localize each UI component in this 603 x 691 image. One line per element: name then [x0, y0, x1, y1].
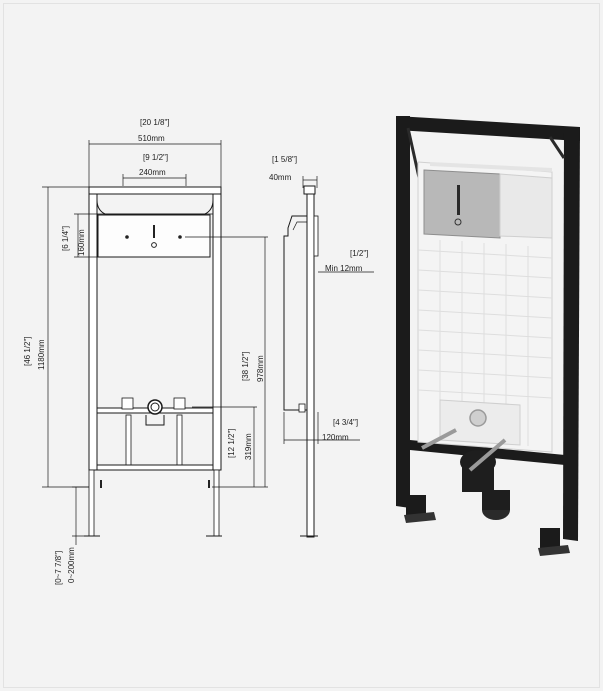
min-in-label: [1/2"]	[350, 249, 368, 258]
plate-top-in-label: [38 1/2"]	[241, 351, 250, 381]
front-view: [20 1/8"] 510mm [9 1/2"] 240mm [6 1/4"] …	[23, 118, 268, 585]
height-mm-label: 1180mm	[37, 339, 46, 370]
side-view: [1 5/8"] 40mm [1/2"] Min 12mm [4 3/4"] 1…	[269, 155, 374, 538]
plate-top-mm-label: 978mm	[256, 355, 265, 382]
depth-mm-label: 40mm	[269, 173, 292, 182]
total-in-label: [4 3/4"]	[333, 418, 358, 427]
drain-height-in-label: [12 1/2"]	[227, 428, 236, 458]
plate-height-in-label: [6 1/4"]	[61, 226, 70, 251]
product-illustration	[396, 116, 580, 556]
plate-height-mm-label: 160mm	[77, 229, 86, 256]
drain-height-mm-label: 319mm	[244, 433, 253, 460]
width-mm-label: 510mm	[138, 134, 165, 143]
inner-width-in-label: [9 1/2"]	[143, 153, 168, 162]
depth-in-label: [1 5/8"]	[272, 155, 297, 164]
inner-width-mm-label: 240mm	[139, 168, 166, 177]
leg-ext-mm-label: 0~200mm	[67, 547, 76, 583]
total-mm-label: 120mm	[322, 433, 349, 442]
min-mm-label: Min 12mm	[325, 264, 363, 273]
height-in-label: [46 1/2"]	[23, 336, 32, 366]
width-in-label: [20 1/8"]	[140, 118, 170, 127]
leg-ext-in-label: [0~7 7/8"]	[54, 551, 63, 585]
